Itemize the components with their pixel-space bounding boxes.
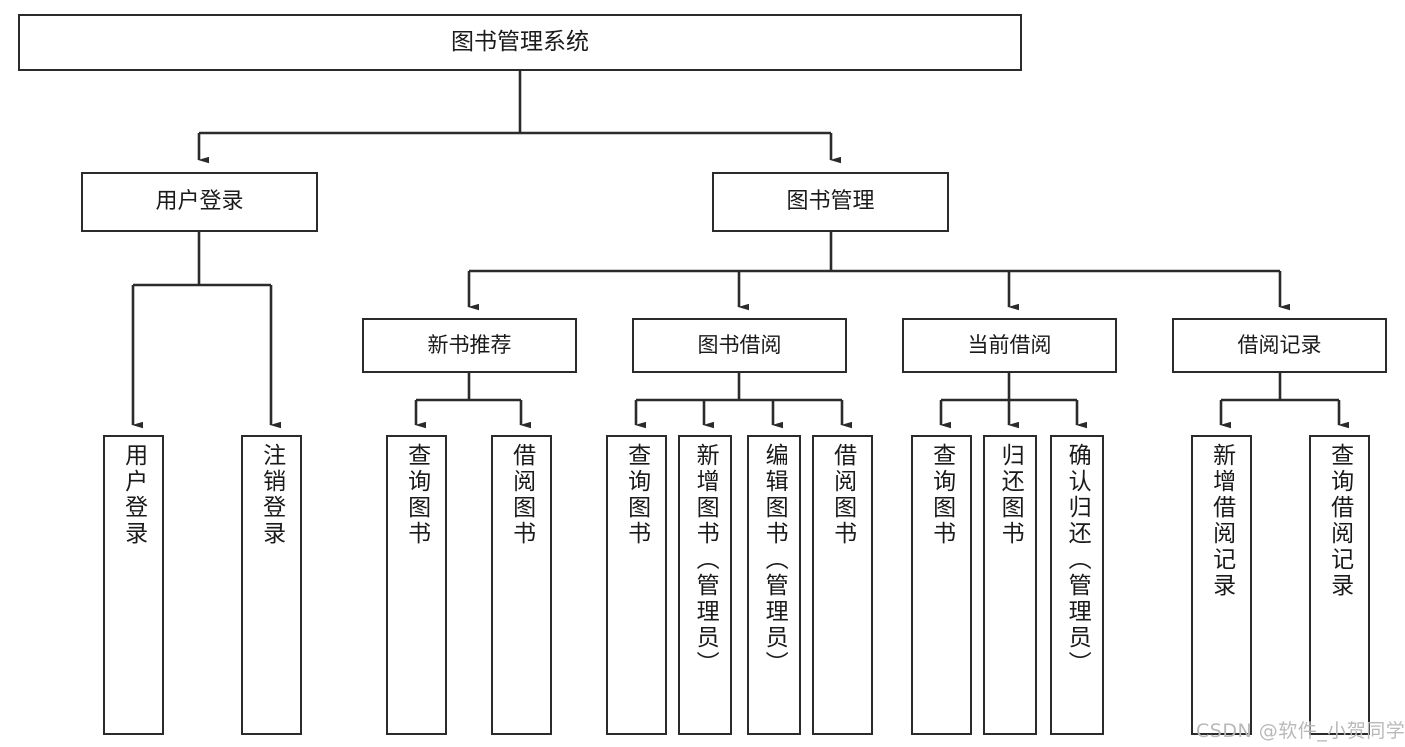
node-label: 查询图书 bbox=[623, 443, 650, 547]
leaf-borrow-add-book[interactable]: 新增图书（管理员） bbox=[678, 435, 732, 735]
leaf-borrow-query-book[interactable]: 查询图书 bbox=[606, 435, 667, 735]
node-label: 查询图书 bbox=[928, 443, 955, 547]
leaf-record-add[interactable]: 新增借阅记录 bbox=[1191, 435, 1252, 735]
node-user-login[interactable]: 用户登录 bbox=[81, 172, 318, 232]
node-current-borrow[interactable]: 当前借阅 bbox=[902, 318, 1117, 373]
leaf-borrow-edit-book[interactable]: 编辑图书（管理员） bbox=[747, 435, 801, 735]
node-label: 借阅图书 bbox=[829, 443, 856, 547]
leaf-user-login-signout[interactable]: 注销登录 bbox=[241, 435, 302, 735]
csdn-watermark: CSDN @软件_小贺同学 bbox=[1196, 720, 1405, 742]
node-new-book-recommend[interactable]: 新书推荐 bbox=[362, 318, 577, 373]
node-label: 查询图书 bbox=[403, 443, 430, 547]
leaf-current-query-book[interactable]: 查询图书 bbox=[911, 435, 972, 735]
node-book-borrow[interactable]: 图书借阅 bbox=[632, 318, 847, 373]
node-label: 用户登录 bbox=[120, 443, 147, 547]
node-label: 图书借阅 bbox=[697, 332, 782, 357]
leaf-current-confirm-return[interactable]: 确认归还（管理员） bbox=[1050, 435, 1104, 735]
leaf-borrow-borrow-book[interactable]: 借阅图书 bbox=[812, 435, 873, 735]
leaf-new-book-borrow[interactable]: 借阅图书 bbox=[491, 435, 552, 735]
node-label: 图书管理 bbox=[786, 188, 875, 214]
node-label: 查询借阅记录 bbox=[1326, 443, 1353, 599]
node-root-system[interactable]: 图书管理系统 bbox=[18, 14, 1022, 71]
node-label: 编辑图书（管理员） bbox=[761, 443, 788, 677]
node-label: 用户登录 bbox=[155, 188, 244, 214]
node-label: 归还图书 bbox=[997, 443, 1024, 547]
leaf-record-query[interactable]: 查询借阅记录 bbox=[1309, 435, 1370, 735]
node-label: 图书管理系统 bbox=[451, 29, 589, 56]
node-label: 新书推荐 bbox=[427, 332, 512, 357]
node-label: 借阅图书 bbox=[508, 443, 535, 547]
node-label: 注销登录 bbox=[258, 443, 285, 547]
node-label: 确认归还（管理员） bbox=[1064, 443, 1091, 677]
node-label: 当前借阅 bbox=[967, 332, 1052, 357]
node-label: 借阅记录 bbox=[1237, 332, 1322, 357]
node-label: 新增图书（管理员） bbox=[692, 443, 719, 677]
leaf-new-book-query[interactable]: 查询图书 bbox=[386, 435, 447, 735]
node-book-management[interactable]: 图书管理 bbox=[712, 172, 949, 232]
leaf-user-login-signin[interactable]: 用户登录 bbox=[103, 435, 164, 735]
node-label: 新增借阅记录 bbox=[1208, 443, 1235, 599]
leaf-current-return-book[interactable]: 归还图书 bbox=[983, 435, 1037, 735]
node-borrow-record[interactable]: 借阅记录 bbox=[1172, 318, 1387, 373]
